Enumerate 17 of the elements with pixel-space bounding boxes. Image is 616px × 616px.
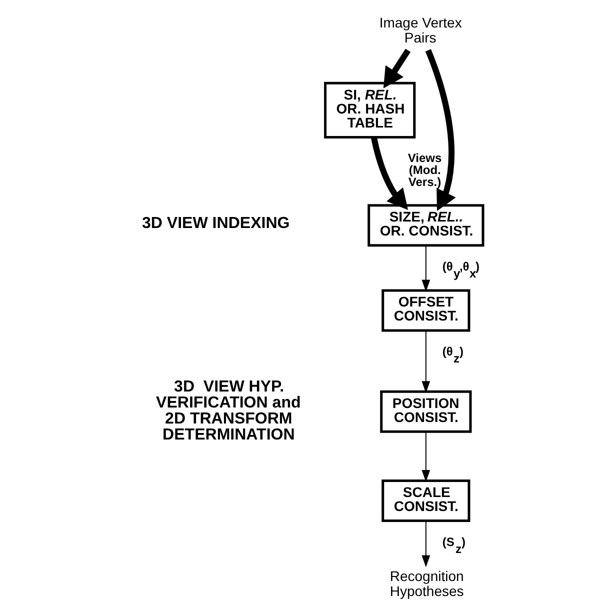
node-box: SI, REL. OR. HASH TABLE <box>324 82 416 139</box>
arrow <box>382 48 410 88</box>
arrow <box>421 330 430 394</box>
arrow <box>421 431 430 482</box>
label: 3D VIEW HYP. VERIFICATION and 2D TRANSFORM DETERMINATION <box>156 377 300 444</box>
edge-label: Views (Mod. Vers.) <box>407 150 442 189</box>
label: 3D VIEW INDEXING <box>142 214 290 232</box>
arrow <box>421 520 430 568</box>
node-text: Recognition Hypotheses <box>389 568 464 600</box>
node-text: Image Vertex Pairs <box>378 14 462 46</box>
arrow <box>370 136 408 210</box>
node-box: SCALE CONSIST. <box>381 479 470 522</box>
arrow <box>424 49 456 211</box>
node-box: POSITION CONSIST. <box>380 390 472 433</box>
arrow <box>421 245 430 292</box>
node-box: OFFSET CONSIST. <box>381 289 470 332</box>
node-box: SIZE, REL.. OR. CONSIST. <box>367 204 484 247</box>
